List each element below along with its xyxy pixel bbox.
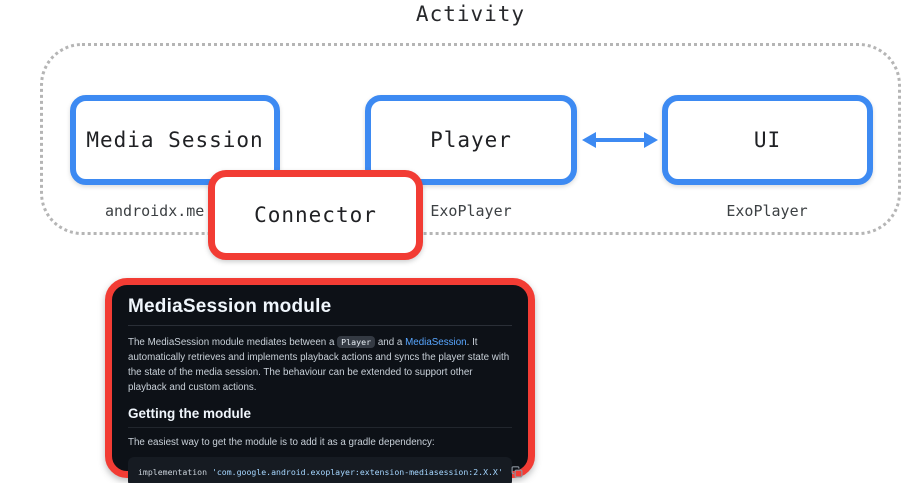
code-block: implementation 'com.google.android.exopl…	[128, 457, 523, 483]
connector-box: Connector	[208, 170, 423, 260]
code-keyword: implementation	[138, 467, 208, 477]
mediasession-link[interactable]: MediaSession	[405, 337, 467, 348]
mediasession-doc-card: MediaSession module The MediaSession mod…	[105, 278, 535, 483]
paragraph-text: . It automatically retrieves and impleme…	[128, 337, 510, 393]
section-text: The easiest way to get the module is to …	[128, 437, 435, 448]
activity-boundary	[40, 43, 901, 235]
media-session-lib-label: androidx.me	[105, 202, 205, 220]
card-title: MediaSession module	[128, 296, 512, 326]
paragraph-text: The MediaSession module mediates between…	[128, 337, 338, 348]
copy-icon[interactable]	[511, 466, 523, 478]
player-box: Player	[365, 95, 577, 185]
media-session-box-label: Media Session	[86, 128, 264, 152]
ui-lib-label: ExoPlayer	[726, 202, 808, 220]
section-title: Getting the module	[128, 406, 512, 428]
paragraph-text: and a	[375, 337, 406, 348]
ui-box: UI	[662, 95, 873, 185]
code-string: 'com.google.android.exoplayer:extension-…	[211, 467, 503, 477]
activity-title: Activity	[415, 2, 526, 26]
player-ui-double-arrow-icon	[580, 127, 660, 153]
gradle-dependency-code: implementation 'com.google.android.exopl…	[138, 467, 503, 477]
card-paragraph: The MediaSession module mediates between…	[128, 335, 512, 395]
ui-box-label: UI	[753, 128, 782, 152]
player-lib-label: ExoPlayer	[430, 202, 512, 220]
player-box-label: Player	[430, 128, 512, 152]
connector-box-label: Connector	[254, 203, 377, 227]
player-code-chip: Player	[337, 336, 376, 348]
